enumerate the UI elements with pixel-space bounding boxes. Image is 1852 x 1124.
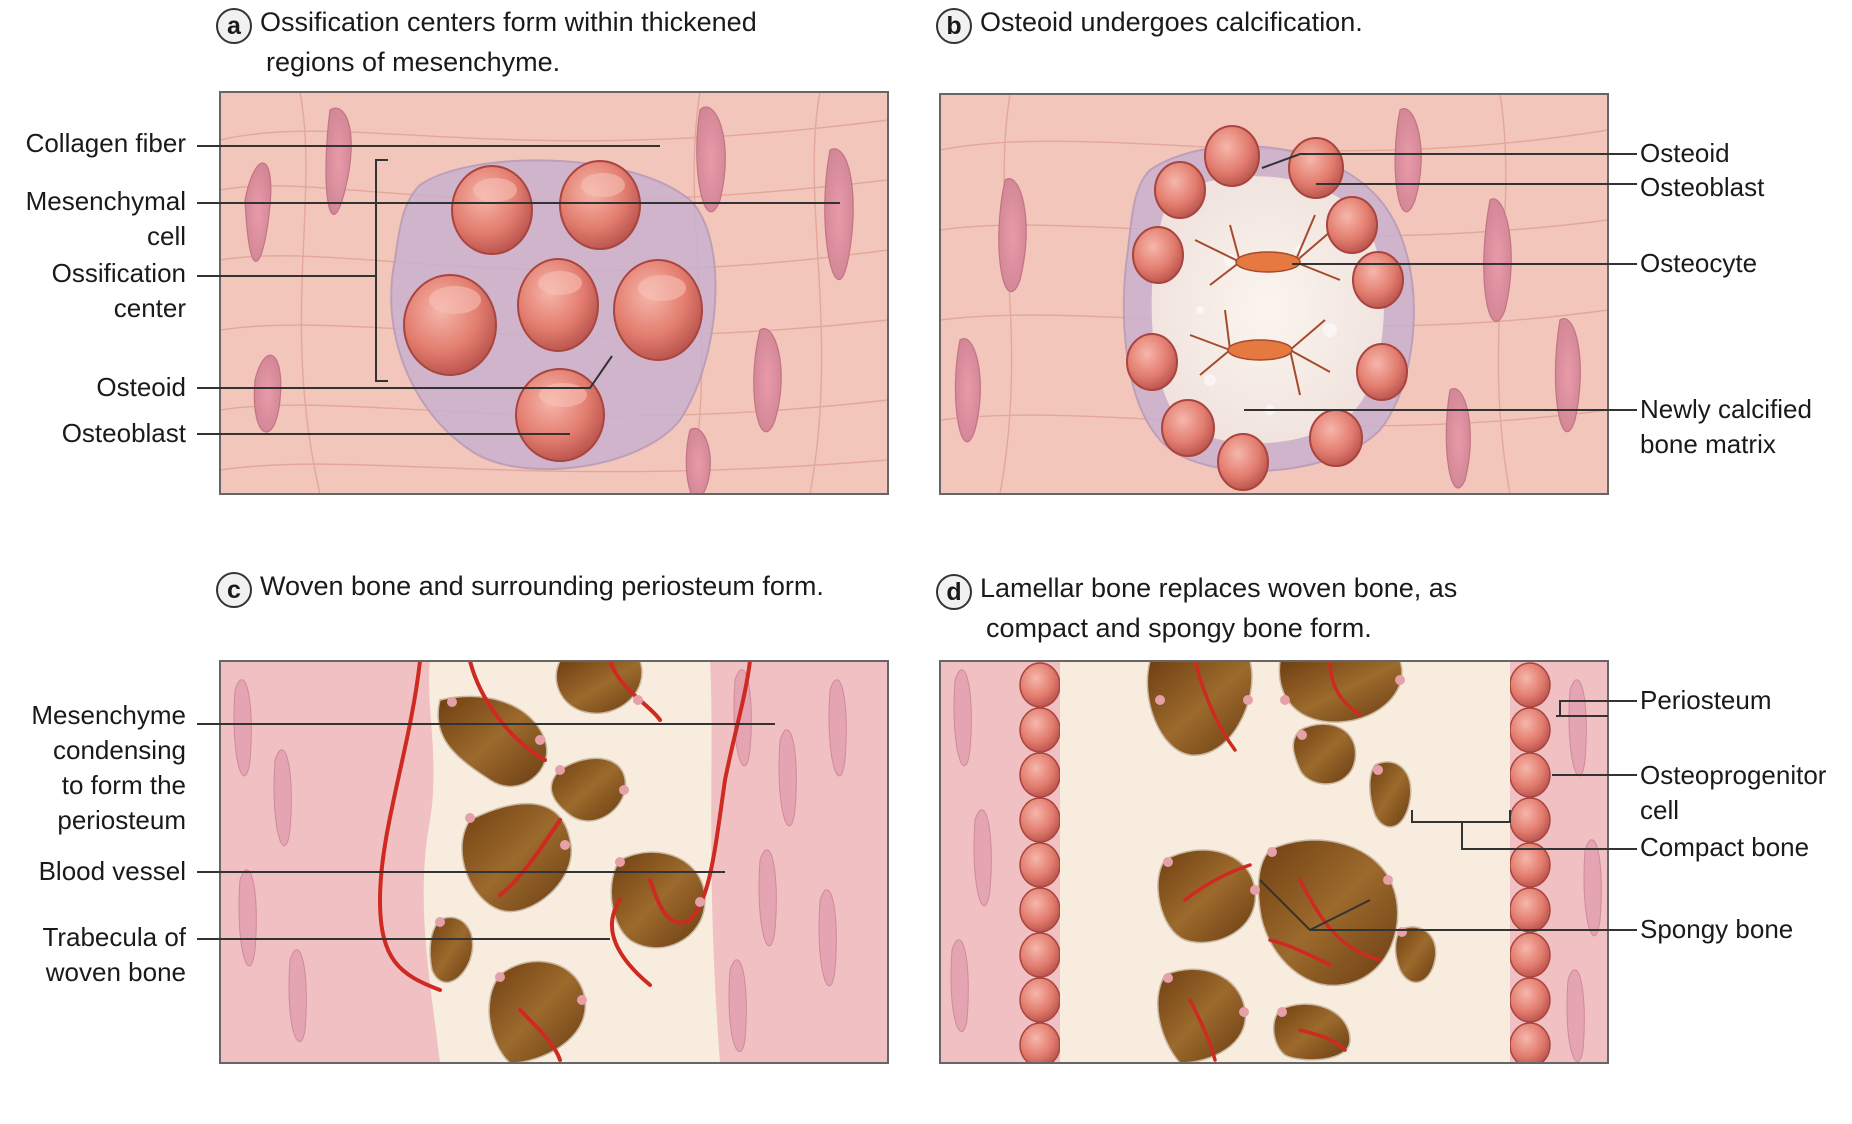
panel-b-caption-line1: Osteoid undergoes calcification. (980, 7, 1363, 37)
bracket-ossification-center (375, 159, 388, 382)
panel-b-illustration (940, 94, 1608, 494)
panel-d-letter-badge: d (936, 574, 972, 610)
leader-spongy-bone-2 (1309, 899, 1371, 931)
label-osteocyte: Osteocyte (1640, 248, 1758, 278)
panel-b-osteoblasts (1126, 125, 1408, 491)
label-osteoid-b: Osteoid (1640, 138, 1730, 168)
label-collagen-fiber: Collagen fiber (25, 128, 186, 158)
label-mesenchyme-condensing: Mesenchyme condensing to form the perios… (31, 698, 186, 838)
leader-periosteum (1559, 700, 1637, 716)
leader-compact-bone (1461, 822, 1637, 850)
panel-b-frame (939, 93, 1609, 495)
panel-c-blood-vessels (377, 661, 752, 1062)
label-newly-calcified-line2: bone matrix (1640, 429, 1776, 459)
panel-c-caption-line1: Woven bone and surrounding periosteum fo… (260, 571, 824, 601)
label-trabecula-line2: woven bone (45, 957, 186, 987)
label-ossification-center-line2: center (113, 293, 186, 323)
panel-d-osteoblast-dots (1155, 675, 1407, 1017)
panel-d-caption-line1: Lamellar bone replaces woven bone, as (980, 573, 1458, 603)
label-trabecula: Trabecula of woven bone (42, 920, 186, 990)
panel-a-frame (219, 91, 889, 495)
label-mesenchyme-line2: condensing (53, 735, 186, 765)
panel-c-letter-badge: c (216, 572, 252, 608)
panel-b-osteocyte-processes (1189, 214, 1341, 396)
panel-d-caption: d Lamellar bone replaces woven bone, as c… (936, 570, 1457, 646)
label-compact-bone: Compact bone (1640, 832, 1810, 862)
label-ossification-center: Ossification center (52, 256, 186, 326)
panel-a-caption: a Ossification centers form within thicke… (216, 4, 757, 80)
leader-osteoid-a (197, 355, 613, 389)
panel-d-outer-mesenchyme (950, 669, 1602, 1063)
label-mesenchyme-line3: to form the (61, 770, 186, 800)
label-periosteum: Periosteum (1640, 685, 1772, 715)
panel-c-osteoblast-dots (435, 695, 705, 1005)
panel-c-caption: c Woven bone and surrounding periosteum f… (216, 568, 824, 608)
label-osteoblast-a: Osteoblast (61, 418, 186, 448)
panel-b-mesenchymal-cells (954, 108, 1581, 489)
label-osteoblast-b: Osteoblast (1640, 172, 1765, 202)
panel-a-caption-line1: Ossification centers form within thicken… (260, 7, 757, 37)
panel-a-osteoblasts (403, 160, 703, 462)
leader-lines (197, 145, 1637, 940)
label-mesenchymal-cell-line2: cell (146, 221, 186, 251)
label-newly-calcified-line1: Newly calcified (1640, 394, 1812, 424)
label-spongy-bone: Spongy bone (1640, 914, 1794, 944)
panel-c-marrow-spaces (429, 661, 706, 1063)
label-mesenchymal-cell: Mesenchymal cell (26, 184, 186, 254)
label-mesenchyme-line1: Mesenchyme (31, 700, 186, 730)
label-trabecula-line1: Trabecula of (42, 922, 186, 952)
label-newly-calcified: Newly calcified bone matrix (1640, 392, 1812, 462)
label-osteoprogenitor-line1: Osteoprogenitor (1640, 760, 1827, 790)
label-osteoid-a: Osteoid (96, 372, 186, 402)
panel-a-caption-line2: regions of mesenchyme. (266, 47, 561, 77)
label-mesenchymal-cell-line1: Mesenchymal (25, 186, 186, 216)
panel-d-frame (939, 660, 1609, 1064)
label-mesenchyme-line4: periosteum (57, 805, 186, 835)
label-osteoprogenitor: Osteoprogenitor cell (1640, 758, 1826, 828)
leader-osteoid-b (1261, 153, 1637, 169)
label-ossification-center-line1: Ossification (51, 258, 186, 288)
panel-d-periosteum-cells-left (1019, 662, 1061, 1063)
panel-a-letter-badge: a (216, 8, 252, 44)
panel-c-condensing-mesenchyme (233, 669, 847, 1053)
panel-a-illustration (220, 92, 888, 494)
panel-d-caption-line2: compact and spongy bone form. (986, 613, 1372, 643)
panel-d-blood-vessels (1183, 661, 1382, 1062)
panel-b-letter-badge: b (936, 8, 972, 44)
panel-c-illustration (220, 661, 888, 1063)
panel-d-periosteum-cells-right (1509, 662, 1551, 1063)
label-osteoprogenitor-line2: cell (1640, 795, 1680, 825)
panel-a-mesenchymal-cells (244, 106, 854, 494)
panel-d-illustration (940, 661, 1608, 1063)
panel-b-osteocytes (1227, 251, 1301, 361)
label-blood-vessel: Blood vessel (38, 856, 186, 886)
panel-c-frame (219, 660, 889, 1064)
panel-b-caption: b Osteoid undergoes calcification. (936, 4, 1363, 44)
panel-b-matrix-speckles (1196, 245, 1337, 415)
bracket-compact-bone (1411, 810, 1511, 823)
